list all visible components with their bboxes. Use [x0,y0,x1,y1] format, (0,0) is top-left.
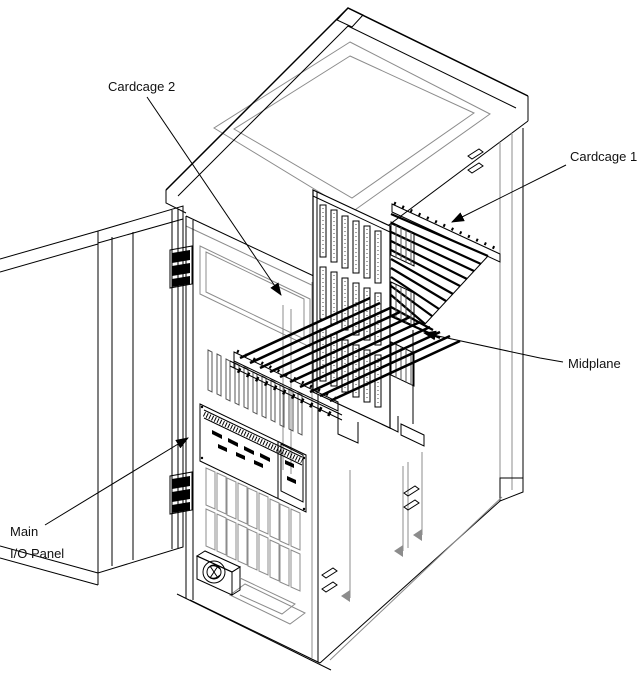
cabinet-crown [165,7,529,214]
label-main-io-line1: Main [10,524,38,539]
right-face-interior-lines [349,452,423,598]
cardcage1-right-edge [424,255,489,325]
upper-bay-opening [199,245,311,348]
cabinet-top-face [213,41,491,213]
cardcage1-support-foot [400,423,425,447]
fan-assembly [195,550,296,615]
fan-box-side [231,566,241,596]
interior-line-feet [341,529,422,602]
right-face-bottom-inner [329,496,503,661]
base-platform [229,583,306,625]
right-rear-foot [499,477,524,502]
door-face [97,205,184,574]
cardcage-2 [229,296,461,421]
cardcage2-rails [239,296,461,403]
hinge-bottom [169,471,193,515]
hinge-top [169,245,193,289]
top-face-outer-panel [213,41,491,213]
screw [302,456,306,460]
leader-cardcage2 [146,96,282,296]
io-panel [199,403,307,513]
fan-ring-inner [206,564,222,580]
hinge-knuckles [172,476,190,513]
crown-left-corner [165,190,187,214]
io-panel-outline [199,403,307,513]
top-face-inner-panel [233,55,476,199]
vent-slat-pair-lower [321,567,338,593]
fan-duct-ramp [239,577,296,615]
fan-box-front [196,555,233,596]
midplane-right-tab [389,416,399,433]
vent-slat-pair-upper [467,148,484,174]
vent-slat-pair-middle [403,485,420,511]
midplane-board [312,189,399,444]
leader-main-io-panel [44,437,189,526]
hinge-outline [169,245,193,289]
front-top-edge [185,215,319,279]
io-connectors [212,430,270,468]
vent-grid-row-2 [205,508,301,592]
front-face-seams [282,305,292,474]
cardcage2-rollers [236,349,336,400]
io-panel-strip [203,409,303,466]
hinge-outline [169,471,193,515]
cardcage-1 [390,201,501,447]
label-cardcage1: Cardcage 1 [570,149,637,164]
crown-inner-edge [177,25,517,197]
screw [302,507,306,511]
vent-grid-row-1 [205,467,301,551]
door-top-rim [97,218,184,244]
cardcage1-rollers [393,201,498,251]
door-panel-seams [111,209,179,566]
louver-slot-row [207,349,303,436]
right-face-bottom-edge [319,500,501,664]
right-face-seams [499,133,513,490]
cardcage1-top-bar [391,203,501,263]
cabinet-door [0,205,184,586]
front-top-edge-inner [185,225,319,289]
label-midplane: Midplane [568,356,621,371]
vent-grid [205,467,301,592]
io-subpanel-connectors [285,460,296,484]
door-bottom-flange [0,545,99,586]
screw [200,405,204,409]
label-cardcage2: Cardcage 2 [108,79,175,94]
front-plinth-edge [176,593,332,671]
crown-outer-edge [165,7,529,191]
fan-blades [207,565,221,579]
leader-midplane [422,330,564,363]
io-panel-tick-strip [202,411,304,464]
crown-corner-cap [336,7,364,28]
callouts: Cardcage 2 Cardcage 1 Midplane Main I/O … [10,79,637,561]
leader-cardcage1 [451,164,567,223]
midplane-foot-bracket [337,412,359,444]
label-main-io-line2: I/O Panel [10,546,64,561]
hinge-knuckles [172,250,190,287]
door-top-flange [0,230,99,273]
io-subpanel [280,443,304,503]
screw [200,456,204,460]
front-bottom-edge [189,599,321,664]
fan-ring-outer [202,560,226,584]
